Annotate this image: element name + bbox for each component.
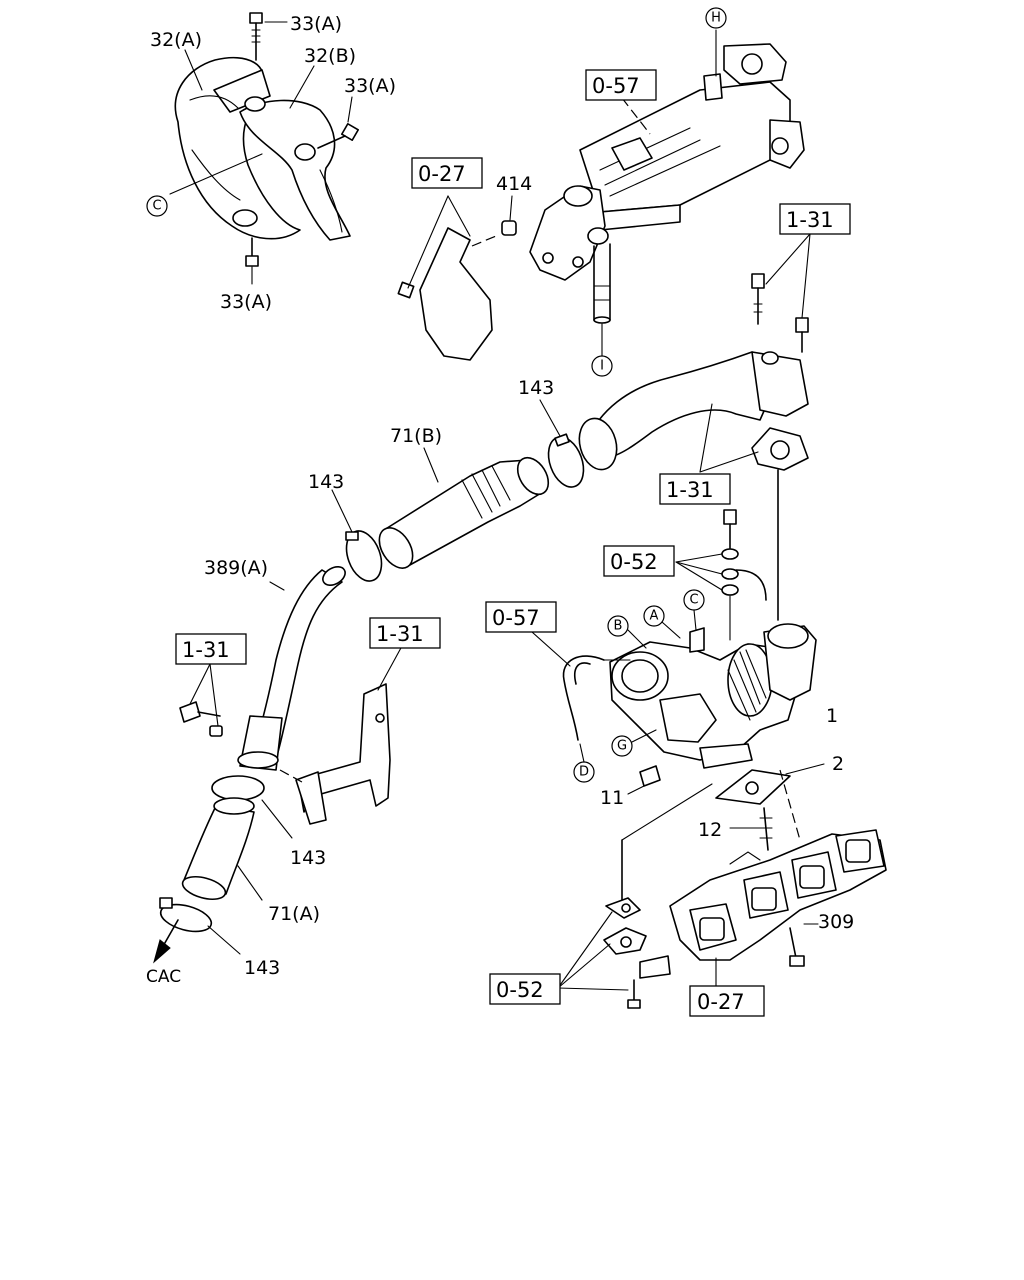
marker-i-text: I: [600, 359, 604, 374]
marker-b-text: B: [614, 619, 623, 634]
label-143-mid: 143: [308, 471, 344, 493]
reference-057-mid: 0-57: [485, 601, 557, 633]
label-71a: 71(A): [268, 903, 320, 925]
reference-057-mid-text: 0-57: [492, 606, 540, 630]
label-32a: 32(A): [150, 29, 202, 51]
gasket-2: [715, 763, 825, 805]
hose-71a: [181, 797, 263, 901]
label-414: 414: [496, 173, 532, 195]
marker-g-text: G: [617, 739, 627, 754]
exhaust-manifold: [669, 829, 887, 961]
label-309: 309: [818, 911, 854, 933]
label-32b: 32(B): [304, 45, 356, 67]
bolt-33a-top: [249, 12, 263, 61]
marker-h: H: [705, 7, 727, 29]
marker-c-turbo-text: C: [689, 593, 698, 608]
label-cac: CAC: [146, 967, 181, 987]
leader-71b: [423, 447, 439, 483]
reference-052-bottom: 0-52: [489, 973, 561, 1005]
reference-131-bracket-text: 1-31: [376, 622, 424, 646]
dash-turbo-manifold: [779, 769, 801, 841]
marker-d-text: D: [579, 765, 589, 780]
dash-057-top: [621, 97, 651, 135]
egr-pipe-bottom: [557, 897, 671, 1009]
turbocharger: [603, 623, 817, 769]
egr-cooler: [529, 43, 805, 281]
reference-131-mid-text: 1-31: [666, 478, 714, 502]
bolt-309: [789, 923, 819, 967]
marker-a-text: A: [650, 609, 659, 624]
reference-057-top-text: 0-57: [592, 74, 640, 98]
turbo-outlet-pipe: [578, 351, 809, 471]
reference-027-bottom: 0-27: [689, 985, 765, 1017]
marker-g: G: [611, 729, 657, 757]
bolts-131-top: [751, 233, 811, 353]
nut-11: [627, 765, 661, 795]
label-2: 2: [832, 753, 844, 775]
reference-131-left-text: 1-31: [182, 638, 230, 662]
label-143-bottom: 143: [244, 957, 280, 979]
reference-131-top: 1-31: [779, 203, 851, 235]
pipe-389a: [237, 566, 346, 771]
label-143-low: 143: [290, 847, 326, 869]
clamp-143-mid: [331, 489, 383, 582]
label-11: 11: [600, 787, 624, 809]
egr-pipe-i: [593, 243, 611, 357]
reference-027-top: 0-27: [411, 157, 483, 189]
bolts-131-left: [179, 663, 223, 737]
reference-131-mid: 1-31: [659, 473, 731, 505]
reference-131-top-text: 1-31: [786, 208, 834, 232]
marker-h-text: H: [711, 11, 721, 26]
marker-i: I: [591, 355, 613, 377]
clamp-143-bottom: [159, 897, 241, 955]
marker-c-left: C: [146, 195, 168, 217]
clamp-143-low: [211, 775, 293, 839]
bolt-33a-bottom: [245, 237, 259, 267]
callout-labels: 32(A) 33(A) 32(B) 33(A) 33(A) 414 143 71…: [146, 13, 854, 987]
leader-lines-shield: [169, 21, 353, 285]
label-33a-top: 33(A): [290, 13, 342, 35]
bracket-131: [279, 645, 403, 825]
label-389a: 389(A): [204, 557, 268, 579]
label-71b: 71(B): [390, 425, 442, 447]
label-33a-bottom: 33(A): [220, 291, 272, 313]
stud-12: [729, 807, 773, 851]
marker-a: A: [643, 605, 681, 639]
reference-027-top-text: 0-27: [418, 162, 466, 186]
reference-131-bracket: 1-31: [369, 617, 441, 649]
reference-027-bottom-text: 0-27: [697, 990, 745, 1014]
heat-shield-assembly: [174, 56, 351, 241]
reference-131-left: 1-31: [175, 633, 247, 665]
clamp-143-top: [539, 399, 585, 488]
reference-052-bottom-text: 0-52: [496, 978, 544, 1002]
marker-d: D: [573, 761, 595, 783]
hose-057-mid: [531, 631, 605, 763]
line-turbo-link: [621, 783, 713, 841]
reference-052-mid-text: 0-52: [610, 550, 658, 574]
arrow-cac: [153, 919, 179, 964]
bolt-33a-mid: [317, 123, 359, 149]
marker-c-left-text: C: [152, 199, 161, 214]
label-1: 1: [826, 705, 838, 727]
label-33a-mid: 33(A): [344, 75, 396, 97]
hose-71b: [378, 456, 550, 569]
reference-057-top: 0-57: [585, 69, 657, 101]
label-143-top: 143: [518, 377, 554, 399]
reference-052-mid: 0-52: [603, 545, 675, 577]
label-12: 12: [698, 819, 722, 841]
nut-414: [501, 195, 517, 236]
gasket-outlet: [699, 403, 809, 621]
fittings-052-mid: [675, 509, 767, 641]
marker-b: B: [607, 615, 647, 649]
egr-bracket: [397, 195, 497, 361]
marker-c-turbo: C: [683, 589, 705, 631]
